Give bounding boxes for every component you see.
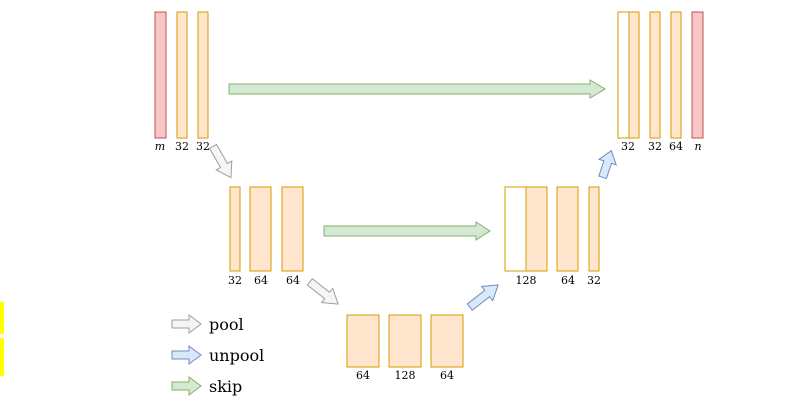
input-layer-m — [154, 11, 167, 139]
legend: pool unpool skip — [171, 314, 264, 396]
label-64: 64 — [356, 369, 370, 382]
skip-arrow-level-2 — [323, 221, 491, 241]
feature-map-64 — [670, 11, 682, 139]
label-64: 64 — [561, 274, 575, 287]
label-32: 32 — [621, 140, 635, 153]
highlight-marker-bottom — [0, 338, 4, 376]
pool-arrow-2 — [306, 278, 339, 305]
skip-copy-32 — [617, 11, 630, 139]
encoder-level-2: 32 64 64 — [228, 186, 304, 287]
label-32: 32 — [587, 274, 601, 287]
encoder-level-1: m 32 32 — [154, 11, 210, 153]
feature-map-32 — [649, 11, 661, 139]
bottleneck-level: 64 128 64 — [346, 314, 464, 382]
output-layer-n — [691, 11, 704, 139]
upsampled-feature-map-32 — [628, 11, 640, 139]
feature-map-64 — [249, 186, 272, 272]
label-128: 128 — [516, 274, 537, 287]
label-32: 32 — [196, 140, 210, 153]
skip-legend-icon — [171, 376, 202, 396]
feature-map-32 — [229, 186, 241, 272]
decoder-level-1: 32 32 64 n — [617, 11, 704, 153]
label-32: 32 — [648, 140, 662, 153]
pool-arrow-1 — [208, 143, 233, 179]
label-128: 128 — [395, 369, 416, 382]
skip-copy-64 — [504, 186, 527, 272]
label-64: 64 — [440, 369, 454, 382]
feature-map-64 — [430, 314, 464, 368]
unpool-arrow-1 — [466, 284, 499, 311]
legend-skip-label: skip — [209, 377, 242, 396]
unpool-legend-icon — [171, 345, 202, 365]
label-64: 64 — [669, 140, 683, 153]
label-m: m — [155, 140, 165, 153]
legend-pool-label: pool — [209, 315, 244, 334]
skip-arrow-level-1 — [228, 79, 606, 99]
label-64: 64 — [254, 274, 268, 287]
label-n: n — [694, 140, 701, 153]
feature-map-32 — [176, 11, 188, 139]
legend-unpool-label: unpool — [209, 346, 264, 365]
unpool-arrow-2 — [597, 149, 617, 180]
decoder-level-2: 128 64 32 — [504, 186, 601, 287]
feature-map-64 — [346, 314, 380, 368]
label-32: 32 — [175, 140, 189, 153]
label-64: 64 — [286, 274, 300, 287]
label-32: 32 — [228, 274, 242, 287]
feature-map-64 — [281, 186, 304, 272]
feature-map-128 — [388, 314, 422, 368]
feature-map-32 — [197, 11, 209, 139]
pool-legend-icon — [171, 314, 202, 334]
feature-map-64 — [556, 186, 579, 272]
upsampled-feature-map-64 — [525, 186, 548, 272]
feature-map-32 — [588, 186, 600, 272]
highlight-marker-top — [0, 302, 4, 334]
